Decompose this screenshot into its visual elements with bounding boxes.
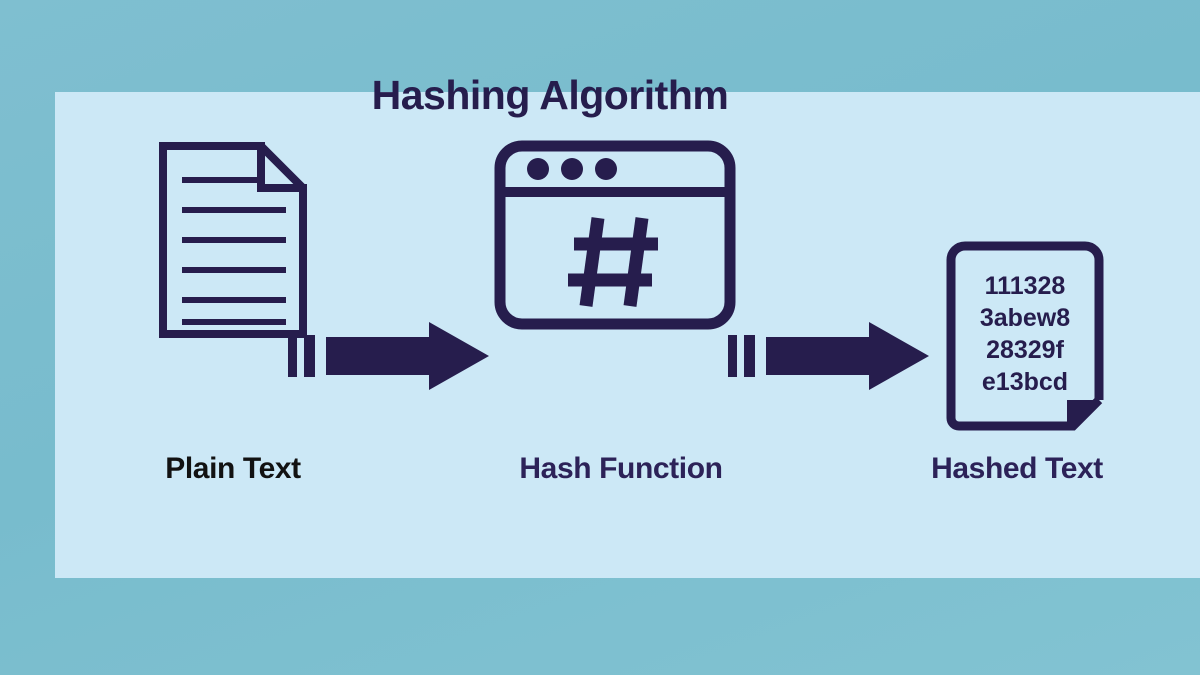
document-icon [159,142,307,338]
window-dot-icon [595,158,617,180]
browser-window-hash-icon [494,140,736,330]
hash-line: 111328 [984,272,1066,300]
diagram-title: Hashing Algorithm [371,72,729,118]
dog-ear-icon [1067,400,1095,426]
arrow-plain-to-hash [288,322,493,395]
hashed-card-outline [946,241,1104,431]
stage-plain-text [88,140,378,340]
right-arrow-icon [728,322,929,390]
hash-line: 3abew8 [979,304,1071,332]
hashed-document-icon: 111328 3abew8 28329f e13bcd [945,240,1105,432]
window-dot-icon [561,158,583,180]
right-arrow-icon [288,322,489,390]
window-dot-icon [527,158,549,180]
hash-symbol-icon [568,217,658,307]
arrow-hash-to-output [728,322,933,395]
stage-hash-function [440,140,790,330]
hash-text-block: 111328 3abew8 28329f e13bcd [945,240,1105,432]
hash-line: 28329f [986,336,1064,364]
caption-plain-text: Plain Text [165,452,301,485]
hash-line: e13bcd [981,368,1069,396]
caption-hashed-text: Hashed Text [931,452,1103,485]
caption-hash-function: Hash Function [519,452,723,485]
stage-hashed-text: 111328 3abew8 28329f e13bcd [880,140,1170,432]
